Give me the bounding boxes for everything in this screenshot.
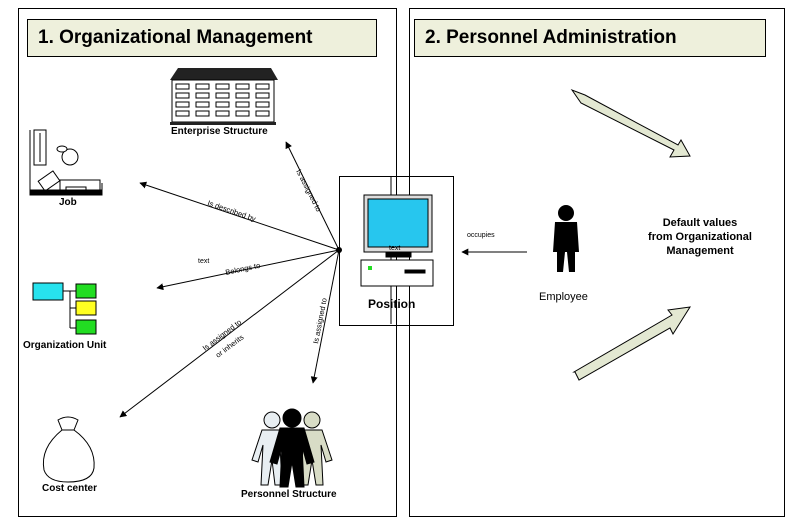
default-values-line2: from Organizational (648, 231, 752, 243)
occupies-label: occupies (467, 232, 495, 239)
job-workstation-icon (29, 129, 103, 196)
organization-unit-label: Organization Unit (23, 340, 107, 351)
arrow-to-cost-center (119, 249, 340, 418)
cost-center-label: Cost center (42, 483, 98, 494)
cost-center-bag-icon (42, 416, 95, 483)
arrow-to-enterprise (285, 141, 340, 251)
org-management-header: 1. Organizational Management (27, 19, 377, 57)
big-arrow-down-icon (570, 88, 691, 158)
label-is-described-by: Is described by (206, 198, 257, 223)
text-label: text (198, 258, 210, 265)
org-unit-chart-icon (32, 282, 97, 335)
monitor-text-label: text (389, 245, 401, 252)
personnel-admin-panel (409, 8, 785, 517)
personnel-admin-header: 2. Personnel Administration (414, 19, 766, 57)
label-belongs-to: Belongs to (225, 261, 262, 277)
enterprise-structure-label: Enterprise Structure (171, 126, 268, 137)
arrow-to-personnel (310, 249, 340, 384)
hub-dot (336, 247, 342, 253)
big-arrow-up-icon (572, 306, 691, 381)
arrow-to-job (139, 181, 340, 251)
personnel-figures-icon (251, 408, 333, 488)
personnel-structure-label: Personnel Structure (241, 489, 337, 500)
employee-figure-icon (553, 205, 579, 272)
position-computer-icon (360, 194, 434, 287)
default-values-text: Default values from Organizational Manag… (630, 216, 770, 258)
default-values-line1: Default values (662, 217, 738, 229)
default-values-line3: Management (666, 245, 734, 257)
employee-label: Employee (539, 291, 588, 303)
label-is-assigned-personnel: Is assigned to (311, 297, 329, 344)
label-is-assigned-enterprise: Is assigned to (294, 168, 323, 213)
position-label: Position (368, 297, 416, 311)
job-label: Job (59, 197, 77, 208)
arrow-to-org-unit (156, 249, 340, 291)
enterprise-building-icon (170, 68, 278, 125)
